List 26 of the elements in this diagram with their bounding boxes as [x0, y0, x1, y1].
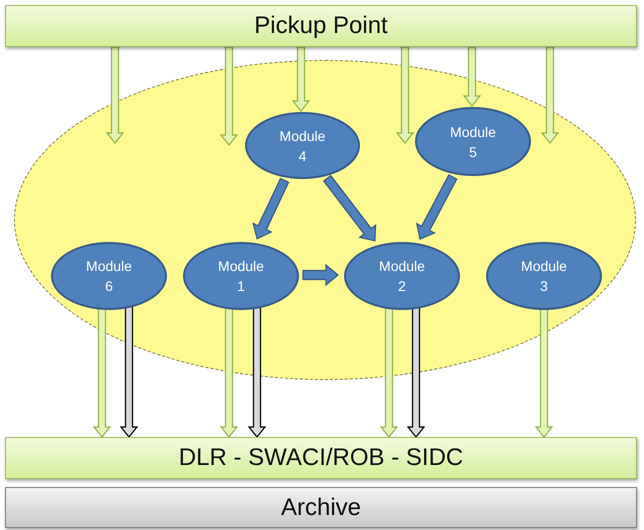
thick-arrow [322, 174, 376, 242]
block-arrow [406, 307, 426, 438]
module-ellipse: Module 1 [183, 242, 299, 310]
thick-arrow [252, 178, 290, 240]
block-arrow [120, 306, 138, 438]
block-arrow [292, 46, 310, 112]
module-ellipse: Module 4 [245, 112, 360, 179]
block-arrow [380, 308, 398, 438]
block-arrow [106, 46, 124, 144]
title-bar: Pickup Point [5, 5, 637, 47]
module-ellipse: Module 5 [415, 107, 531, 176]
thick-arrow [416, 174, 458, 240]
module-ellipse: Module 2 [344, 242, 460, 310]
block-arrow [534, 308, 554, 438]
title-bar: DLR - SWACI/ROB - SIDC [5, 437, 637, 479]
block-arrow [540, 46, 560, 144]
block-arrow [92, 308, 112, 438]
block-arrow [462, 46, 482, 107]
module-ellipse: Module 6 [51, 242, 167, 310]
block-arrow [248, 306, 266, 438]
block-arrow [220, 46, 238, 146]
block-arrow [220, 308, 238, 438]
title-bar: Archive [5, 487, 637, 528]
thick-arrow [302, 264, 339, 286]
block-arrow [396, 46, 414, 144]
module-ellipse: Module 3 [486, 242, 602, 310]
